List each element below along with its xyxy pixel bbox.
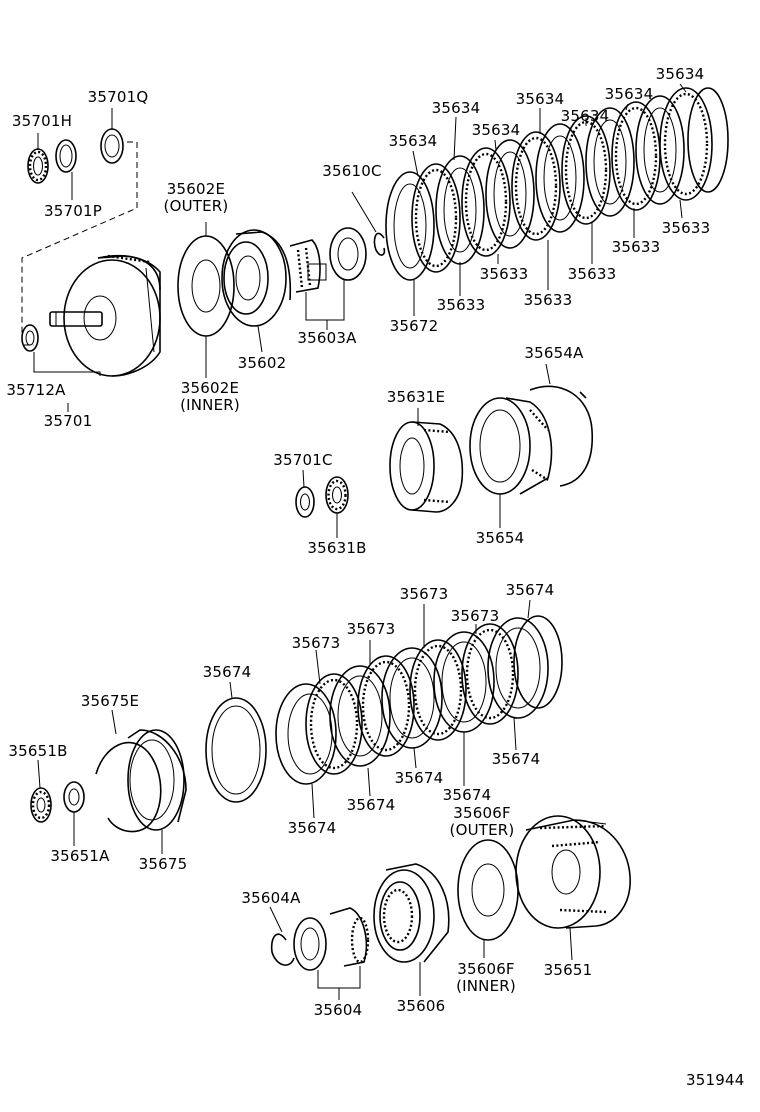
label-35675: 35675 bbox=[138, 855, 188, 873]
bearing-35651B bbox=[30, 787, 52, 823]
label-35633-f: 35633 bbox=[436, 296, 486, 314]
seal-35602E bbox=[177, 235, 235, 337]
label-35674-b: 35674 bbox=[202, 663, 252, 681]
plate-35675 bbox=[127, 729, 187, 831]
washer-35701C bbox=[295, 486, 315, 518]
label-35633-b: 35633 bbox=[611, 238, 661, 256]
label-35606F-outer: 35606F(OUTER) bbox=[449, 804, 515, 839]
label-35674-e: 35674 bbox=[442, 786, 492, 804]
label-35634-f: 35634 bbox=[604, 85, 654, 103]
label-35701C: 35701C bbox=[273, 451, 333, 469]
washer-35701Q bbox=[100, 128, 124, 164]
label-35606: 35606 bbox=[396, 997, 446, 1015]
washer-35701P bbox=[55, 139, 77, 173]
label-35602E-outer: 35602E(OUTER) bbox=[163, 180, 229, 215]
label-35673-d: 35673 bbox=[450, 607, 500, 625]
piston-35602 bbox=[221, 229, 292, 327]
leader-lines bbox=[33, 83, 687, 1000]
label-35634-b: 35634 bbox=[431, 99, 481, 117]
label-35674-f: 35674 bbox=[346, 796, 396, 814]
label-35604A: 35604A bbox=[241, 889, 301, 907]
label-35654A: 35654A bbox=[524, 344, 584, 362]
piston-35606 bbox=[373, 863, 450, 963]
label-35651B: 35651B bbox=[8, 742, 68, 760]
label-35633-c: 35633 bbox=[567, 265, 617, 283]
label-35606F-inner: 35606F(INNER) bbox=[456, 960, 516, 995]
drum-35701 bbox=[21, 254, 161, 377]
label-35633-e: 35633 bbox=[479, 265, 529, 283]
label-35673-a: 35673 bbox=[291, 634, 341, 652]
one-way-clutch-35631E bbox=[389, 421, 464, 513]
washer-35651A bbox=[63, 781, 85, 813]
label-35675E: 35675E bbox=[80, 692, 140, 710]
snap-ring-35604A bbox=[270, 933, 295, 966]
label-35674-d: 35674 bbox=[394, 769, 444, 787]
label-35674-g: 35674 bbox=[287, 819, 337, 837]
label-35673-c: 35673 bbox=[399, 585, 449, 603]
seal-35606F bbox=[457, 839, 519, 941]
label-35602: 35602 bbox=[237, 354, 287, 372]
label-35634-e: 35634 bbox=[560, 107, 610, 125]
label-35701P: 35701P bbox=[44, 202, 102, 220]
label-35672: 35672 bbox=[389, 317, 439, 335]
label-35603A: 35603A bbox=[297, 329, 357, 347]
label-35634-d: 35634 bbox=[515, 90, 565, 108]
spring-35603A bbox=[289, 227, 367, 293]
snap-ring-35610C bbox=[373, 232, 386, 256]
label-35631B: 35631B bbox=[307, 539, 367, 557]
washer-35701H bbox=[27, 148, 49, 184]
label-35604: 35604 bbox=[313, 1001, 363, 1019]
clutch-pack-bottom bbox=[275, 615, 563, 785]
drum-35651 bbox=[515, 815, 631, 929]
label-35674-c: 35674 bbox=[491, 750, 541, 768]
label-35674-a: 35674 bbox=[505, 581, 555, 599]
label-35712A: 35712A bbox=[6, 381, 66, 399]
label-35654: 35654 bbox=[475, 529, 525, 547]
label-35610C: 35610C bbox=[322, 162, 382, 180]
label-35634-g: 35634 bbox=[655, 65, 705, 83]
bearing-35631B bbox=[325, 476, 349, 514]
label-35651A: 35651A bbox=[50, 847, 110, 865]
dashed-bracket bbox=[21, 141, 138, 346]
label-35701Q: 35701Q bbox=[87, 88, 149, 106]
label-35631E: 35631E bbox=[386, 388, 446, 406]
label-35633-a: 35633 bbox=[661, 219, 711, 237]
plate-35674-left bbox=[205, 697, 267, 803]
snap-ring-35654A bbox=[529, 385, 594, 487]
label-35651: 35651 bbox=[543, 961, 593, 979]
race-35654 bbox=[469, 397, 553, 495]
snap-ring-35675E bbox=[95, 741, 162, 833]
label-35602E-inner: 35602E(INNER) bbox=[180, 379, 240, 414]
clutch-pack-top bbox=[385, 87, 729, 281]
label-35634-c: 35634 bbox=[471, 121, 521, 139]
drawing-number: 351944 bbox=[686, 1071, 745, 1089]
label-35701: 35701 bbox=[43, 412, 93, 430]
retainer-35604 bbox=[293, 907, 370, 971]
label-35673-b: 35673 bbox=[346, 620, 396, 638]
label-35634-a: 35634 bbox=[388, 132, 438, 150]
label-35701H: 35701H bbox=[11, 112, 73, 130]
label-35633-d: 35633 bbox=[523, 291, 573, 309]
